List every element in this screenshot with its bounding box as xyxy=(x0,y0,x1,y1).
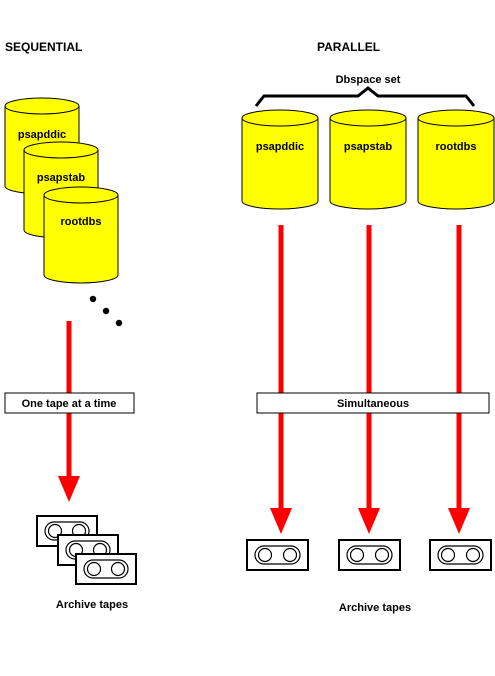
par-arrowhead-2 xyxy=(358,508,380,534)
par-process-label: Simultaneous xyxy=(337,398,409,410)
par-tapes-label: Archive tapes xyxy=(339,602,411,614)
par-cylinder-rootdbs: rootdbs xyxy=(417,109,495,210)
seq-cylinder-label-psapddic: psapddic xyxy=(18,129,66,141)
seq-process-label: One tape at a time xyxy=(22,398,117,410)
seq-process-box xyxy=(4,392,135,414)
par-cylinder-label-rootdbs: rootdbs xyxy=(436,141,477,153)
par-cylinder-psapddic: psapddic xyxy=(241,109,319,210)
tape-cartridge-icon xyxy=(246,539,309,571)
par-process-box xyxy=(256,392,490,414)
seq-tapes-label: Archive tapes xyxy=(56,599,128,611)
tape-cartridge-icon xyxy=(429,539,492,571)
more-dots-icon xyxy=(89,295,123,327)
seq-cylinder-label-psapstab: psapstab xyxy=(37,172,86,184)
tape-cartridge-icon xyxy=(338,539,401,571)
par-arrowhead-3 xyxy=(448,508,470,534)
seq-cylinder-rootdbs: rootdbs xyxy=(43,186,119,284)
sequential-heading: SEQUENTIAL xyxy=(5,40,82,54)
seq-cylinder-label-rootdbs: rootdbs xyxy=(61,216,102,228)
par-cylinder-psapstab: psapstab xyxy=(329,109,407,210)
seq-arrowhead xyxy=(58,476,80,502)
dbspace-set-label: Dbspace set xyxy=(336,74,401,86)
tape-cartridge-icon xyxy=(75,553,137,585)
parallel-heading: PARALLEL xyxy=(317,40,380,54)
par-cylinder-label-psapddic: psapddic xyxy=(256,141,304,153)
dbspace-set-brace xyxy=(254,86,476,107)
par-arrowhead-1 xyxy=(270,508,292,534)
par-cylinder-label-psapstab: psapstab xyxy=(344,141,393,153)
